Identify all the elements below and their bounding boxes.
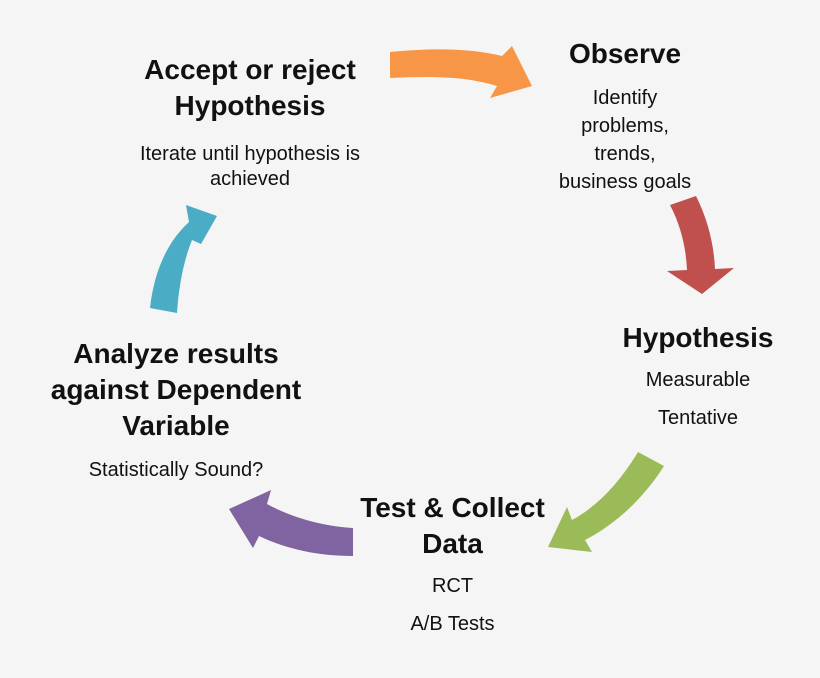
step-description: Statistically Sound? xyxy=(88,459,264,481)
step-title: Analyze results against Dependent Variab… xyxy=(50,338,302,441)
arrow-hypothesis-to-test xyxy=(548,452,664,552)
step-item: Tentative xyxy=(657,407,739,429)
step-item: Measurable xyxy=(645,369,751,391)
step-accept-or-reject: Accept or reject Hypothesis Iterate unti… xyxy=(110,52,390,192)
step-item: RCT xyxy=(431,575,474,597)
step-observe: Observe Identify problems, trends, busin… xyxy=(540,36,710,196)
arrow-accept-to-observe xyxy=(390,46,532,98)
step-test-and-collect: Test & Collect Data RCT A/B Tests xyxy=(340,490,565,638)
step-title: Hypothesis xyxy=(622,322,774,353)
arrow-observe-to-hypothesis xyxy=(667,196,734,294)
step-hypothesis: Hypothesis Measurable Tentative xyxy=(608,320,788,432)
step-description: Iterate until hypothesis is achieved xyxy=(139,143,361,190)
step-description: Identify problems, trends, business goal… xyxy=(558,87,692,193)
arrow-test-to-analyze xyxy=(229,490,353,556)
step-title: Accept or reject Hypothesis xyxy=(144,54,356,121)
arrow-analyze-to-accept xyxy=(150,205,217,313)
step-title: Observe xyxy=(568,38,682,69)
step-title: Test & Collect Data xyxy=(360,492,545,559)
step-analyze-results: Analyze results against Dependent Variab… xyxy=(20,336,332,483)
step-item: A/B Tests xyxy=(410,613,495,635)
